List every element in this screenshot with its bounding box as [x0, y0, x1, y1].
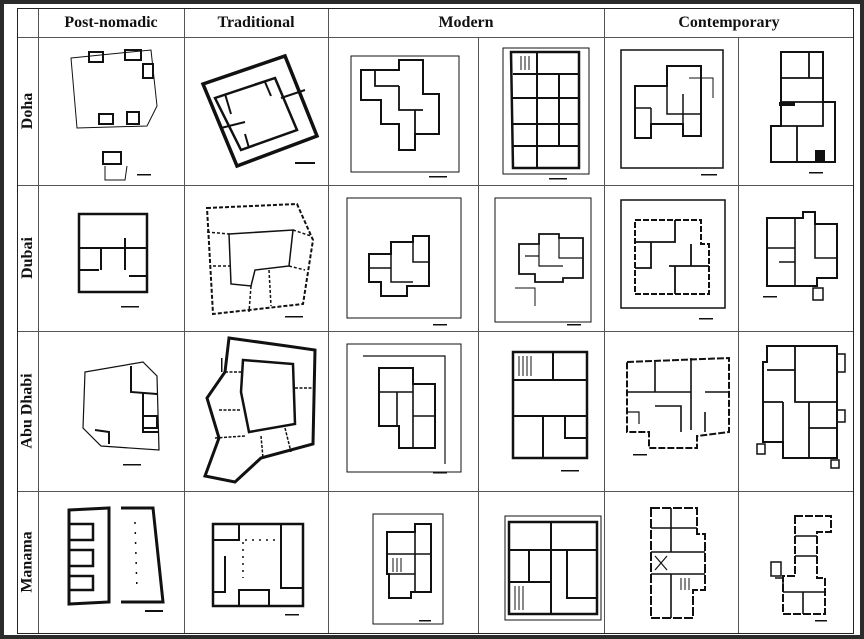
- plan-manama-modern-2: [479, 492, 604, 633]
- grid-line: [604, 9, 605, 633]
- plan-dubai-contemporary-1: [605, 186, 738, 331]
- row-label-abu-dhabi: Abu Dhabi: [19, 373, 36, 449]
- plan-manama-contemporary-2: [739, 492, 854, 633]
- grid-line: [184, 9, 185, 633]
- column-header-contemporary: Contemporary: [678, 14, 780, 31]
- grid-line: [738, 37, 739, 633]
- plan-doha-contemporary-2: [739, 38, 854, 185]
- plan-manama-modern-1: [329, 492, 478, 633]
- plan-abu-dhabi-post-nomadic: [39, 332, 184, 491]
- plan-doha-modern-1: [329, 38, 478, 185]
- row-label-dubai: Dubai: [19, 237, 37, 279]
- plan-dubai-contemporary-2: [739, 186, 854, 331]
- plan-doha-contemporary-1: [605, 38, 738, 185]
- column-header-post-nomadic: Post-nomadic: [64, 14, 158, 31]
- figure-frame: Post-nomadic Traditional Modern Contempo…: [4, 4, 860, 635]
- plan-dubai-traditional: [185, 186, 328, 331]
- plan-dubai-modern-1: [329, 186, 478, 331]
- grid-line: [18, 185, 853, 186]
- plan-manama-traditional: [185, 492, 328, 633]
- plan-abu-dhabi-contemporary-2: [739, 332, 854, 491]
- plan-dubai-modern-2: [479, 186, 604, 331]
- grid-line: [18, 331, 853, 332]
- grid-line: [38, 9, 39, 633]
- row-label-manama: Manama: [19, 531, 37, 593]
- column-header-modern: Modern: [438, 14, 494, 31]
- plan-doha-post-nomadic: [39, 38, 184, 185]
- plan-doha-traditional: [185, 38, 328, 185]
- plan-abu-dhabi-traditional: [185, 332, 328, 491]
- grid-line: [478, 37, 479, 633]
- column-header-traditional: Traditional: [217, 14, 295, 31]
- plan-dubai-post-nomadic: [39, 186, 184, 331]
- row-label-doha: Doha: [19, 92, 37, 130]
- plan-manama-contemporary-1: [605, 492, 738, 633]
- plan-manama-post-nomadic: [39, 492, 184, 633]
- grid-line: [328, 9, 329, 633]
- grid-line: [18, 491, 853, 492]
- plan-abu-dhabi-contemporary-1: [605, 332, 738, 491]
- plan-doha-modern-2: [479, 38, 604, 185]
- plan-comparison-table: Post-nomadic Traditional Modern Contempo…: [17, 8, 854, 634]
- plan-abu-dhabi-modern-1: [329, 332, 478, 491]
- plan-abu-dhabi-modern-2: [479, 332, 604, 491]
- grid-line: [18, 37, 853, 38]
